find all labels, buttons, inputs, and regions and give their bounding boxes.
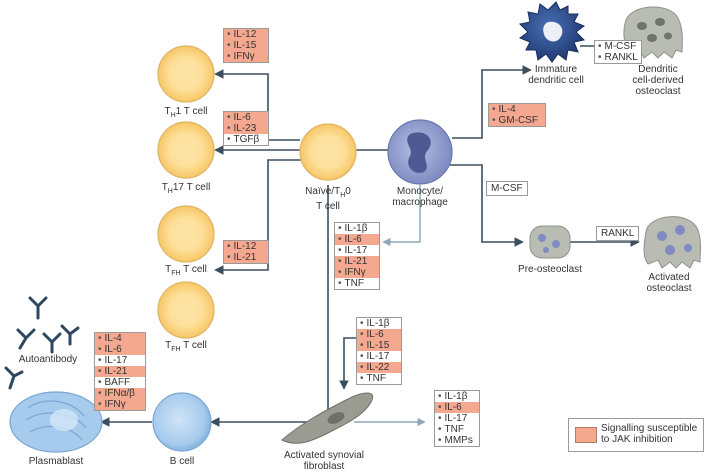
cytokine-item: IFNγ bbox=[335, 267, 379, 278]
cytokine-item: IL-23 bbox=[224, 123, 268, 134]
cytokine-item: IL-1β bbox=[435, 391, 479, 402]
cytokine-item: IL-12 bbox=[224, 29, 268, 40]
dc-cytokine-box: IL-4GM-CSF bbox=[488, 103, 546, 127]
cytokine-item: IL-21 bbox=[95, 366, 145, 377]
cytokine-item: IL-6 bbox=[435, 402, 479, 413]
rankl-box: RANKL bbox=[596, 226, 640, 241]
cytokine-item: IFNγ bbox=[224, 51, 268, 62]
legend-text: Signalling susceptible to JAK inhibition bbox=[601, 423, 698, 445]
b-cell bbox=[152, 392, 212, 452]
tfh-cytokine-box: IL-12IL-21 bbox=[223, 240, 269, 264]
cytokine-item: IL-21 bbox=[224, 252, 268, 263]
plasmablast-cytokine-box: IL-4IL-6IL-17IL-21BAFFIFNα/βIFNγ bbox=[94, 332, 146, 411]
arrow-naive-to-th1 bbox=[214, 69, 300, 141]
cytokine-item: TNF bbox=[435, 424, 479, 435]
fibroblast-output-cytokine-box: IL-1βIL-6IL-17TNFMMPs bbox=[434, 390, 480, 447]
th17-cytokine-box: IL-6IL-23TGFβ bbox=[223, 111, 269, 146]
fibroblast-input-cytokine-box: IL-1βIL-6IL-15IL-17IL-22TNF bbox=[356, 317, 402, 385]
cytokine-item: IL-12 bbox=[224, 241, 268, 252]
legend: Signalling susceptible to JAK inhibition bbox=[568, 418, 704, 452]
cytokine-item: IL-17 bbox=[357, 351, 401, 362]
cytokine-item: IL-15 bbox=[357, 340, 401, 351]
cytokine-item: IL-1β bbox=[335, 223, 379, 234]
cytokine-item: M-CSF bbox=[595, 41, 641, 52]
cytokine-item: IL-17 bbox=[335, 245, 379, 256]
cytokine-item: IL-6 bbox=[335, 234, 379, 245]
th1-cytokine-box: IL-12IL-15IFNγ bbox=[223, 28, 269, 63]
pre-osteoclast-label: Pre-osteoclast bbox=[518, 264, 582, 275]
immature-dendritic-cell bbox=[518, 1, 586, 63]
cytokine-item: RANKL bbox=[595, 52, 641, 63]
cytokine-item: IL-6 bbox=[357, 329, 401, 340]
synovial-fibroblast-cell bbox=[281, 392, 374, 444]
cytokine-item: MMPs bbox=[435, 435, 479, 446]
tfh-label-1: TFH T cell bbox=[165, 264, 207, 277]
tfh-cell-1 bbox=[157, 205, 215, 263]
plasmablast-label: Plasmablast bbox=[28, 456, 84, 467]
mcsf-box: M-CSF bbox=[486, 181, 528, 196]
autoantibody-label: Autoantibody bbox=[18, 354, 78, 365]
cytokine-item: IL-15 bbox=[224, 40, 268, 51]
dc-osteoclast-label: Dendritic cell-derived osteoclast bbox=[632, 64, 684, 97]
immature-dc-label: Immature dendritic cell bbox=[528, 64, 584, 86]
arrow-monocyte-cytokines bbox=[382, 185, 421, 247]
cytokine-item: IL-22 bbox=[357, 362, 401, 373]
pre-osteoclast-cell bbox=[529, 225, 571, 259]
fibroblast-label: Activated synovial fibroblast bbox=[283, 450, 365, 472]
th1-cell bbox=[157, 45, 215, 103]
tfh-cell-2 bbox=[157, 281, 215, 339]
arrow-naive-to-tfh bbox=[214, 159, 302, 275]
monocyte-cytokine-box: IL-1βIL-6IL-17IL-21IFNγTNF bbox=[334, 222, 380, 290]
monocyte-label: Monocyte/ macrophage bbox=[392, 186, 448, 208]
cytokine-item: IL-6 bbox=[224, 112, 268, 123]
cytokine-item: GM-CSF bbox=[489, 115, 545, 126]
cytokine-item: IFNα/β bbox=[95, 388, 145, 399]
tfh-label-2: TFH T cell bbox=[165, 340, 207, 353]
cytokine-item: IL-1β bbox=[357, 318, 401, 329]
activated-osteoclast-label: Activated osteoclast bbox=[646, 272, 692, 294]
cytokine-item: TGFβ bbox=[224, 134, 268, 145]
arrow-monocyte-to-dc bbox=[452, 65, 532, 139]
cytokine-item: IL-4 bbox=[489, 104, 545, 115]
legend-swatch bbox=[575, 427, 597, 443]
b-cell-label: B cell bbox=[169, 456, 195, 467]
arrow-tcell-to-bcell bbox=[210, 185, 329, 427]
cytokine-item: IL-21 bbox=[335, 256, 379, 267]
autoantibody-icons bbox=[4, 296, 80, 390]
naive-t-cell bbox=[299, 123, 357, 181]
cytokine-item: TNF bbox=[335, 278, 379, 289]
th17-cell bbox=[157, 121, 215, 179]
activated-osteoclast-cell bbox=[643, 216, 701, 269]
th1-label: TH1 T cell bbox=[164, 106, 208, 119]
cytokine-item: BAFF bbox=[95, 377, 145, 388]
monocyte-cell bbox=[387, 119, 453, 185]
cytokine-item: IL-6 bbox=[95, 344, 145, 355]
cytokine-item: IL-4 bbox=[95, 333, 145, 344]
cytokine-item: IL-17 bbox=[95, 355, 145, 366]
plasmablast-cell bbox=[9, 391, 103, 453]
arrow-monocyte-to-preosteoclast bbox=[450, 164, 524, 247]
cytokine-item: TNF bbox=[357, 373, 401, 384]
cytokine-item: IL-17 bbox=[435, 413, 479, 424]
cytokine-item: IFNγ bbox=[95, 399, 145, 410]
naive-t-cell-label: Naïve/TH0 T cell bbox=[305, 186, 351, 212]
th17-label: TH17 T cell bbox=[161, 182, 211, 195]
